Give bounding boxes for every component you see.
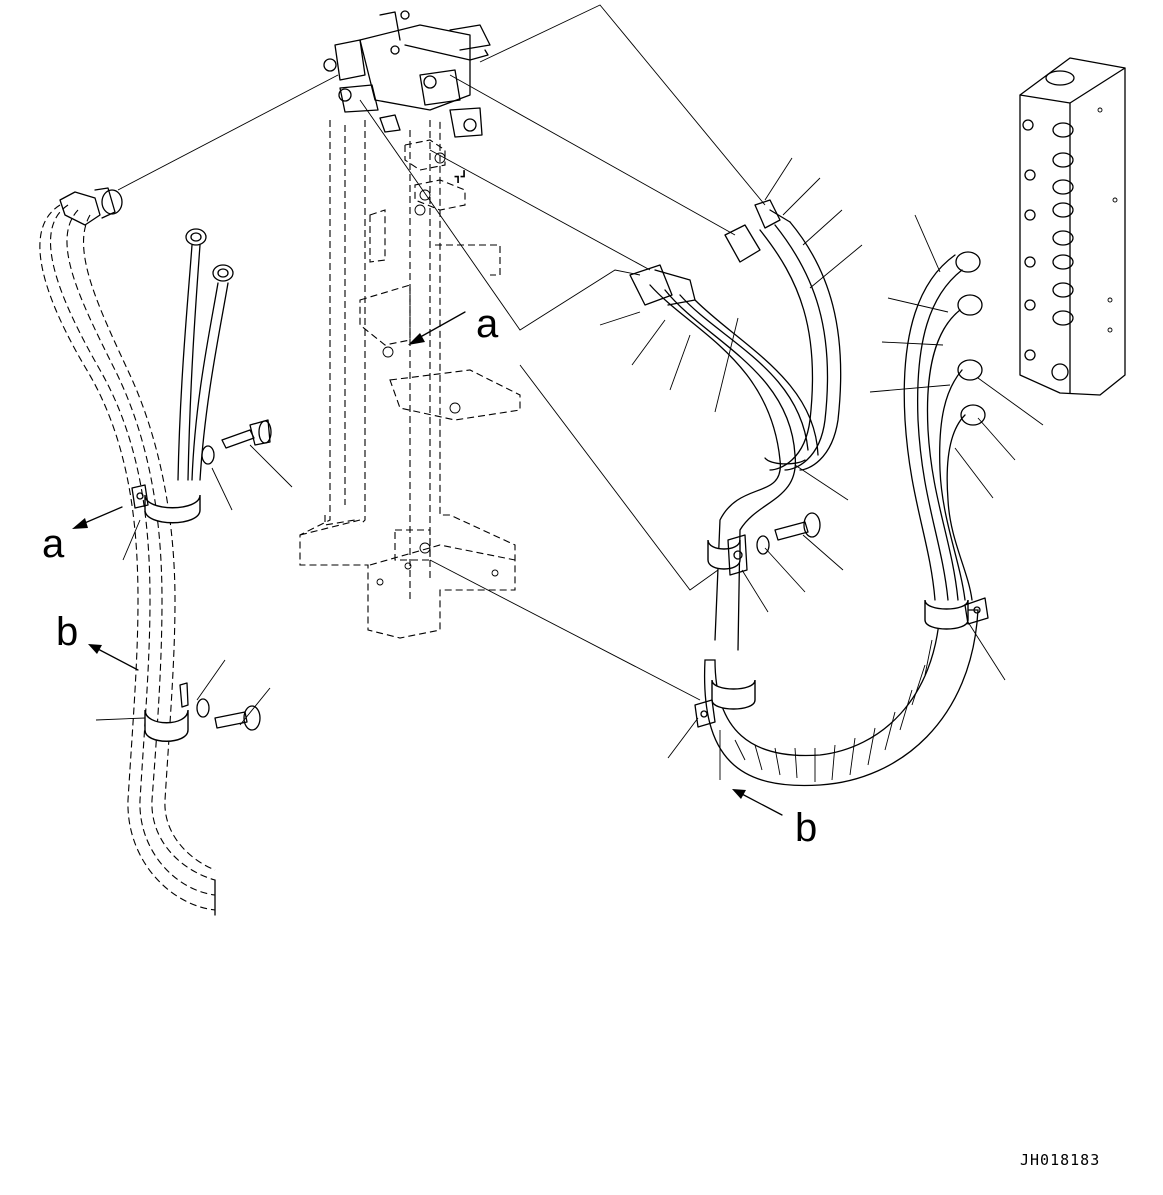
manifold-block bbox=[1019, 57, 1126, 396]
right-hose-group bbox=[629, 199, 989, 787]
left-hose-group bbox=[39, 187, 272, 916]
manifold-ports bbox=[1052, 122, 1074, 326]
view-label-a-center: a bbox=[476, 302, 499, 346]
frame-phantom: ┐┘ bbox=[299, 120, 521, 639]
view-label-a-left: a bbox=[42, 522, 65, 566]
pilot-valve-block bbox=[323, 10, 491, 138]
svg-text:┐┘: ┐┘ bbox=[455, 170, 467, 183]
leader-lines bbox=[95, 4, 1044, 780]
view-arrows bbox=[72, 311, 783, 816]
tape-wrap bbox=[734, 639, 933, 782]
view-label-b-right: b bbox=[795, 806, 817, 850]
view-label-b-left: b bbox=[56, 610, 78, 654]
drawing-number: JH018183 bbox=[1020, 1151, 1100, 1169]
